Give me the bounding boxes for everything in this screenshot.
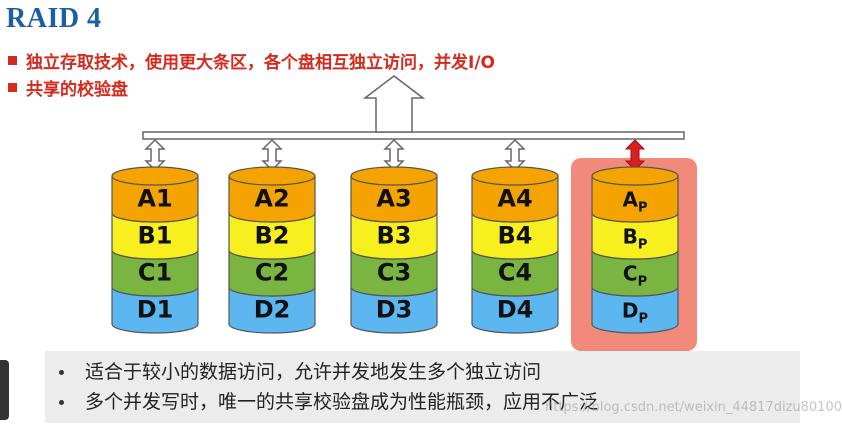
- disk-block: A4: [471, 166, 559, 223]
- block-label: B3: [377, 222, 412, 250]
- block-label: D2: [254, 296, 291, 324]
- slide-title: RAID 4: [6, 3, 102, 34]
- square-bullet-icon: [8, 56, 17, 65]
- block-label: C4: [498, 259, 532, 287]
- bullet-text: 独立存取技术，使用更大条区，各个盘相互独立访问，并发I/O: [26, 53, 495, 73]
- block-label: C1: [138, 259, 172, 287]
- block-label: D3: [376, 296, 413, 324]
- block-label: B2: [255, 222, 290, 250]
- disk-access-arrow-icon: [504, 138, 526, 172]
- block-label: AP: [622, 188, 647, 216]
- data-disk-4: D4 C4 B4 A4: [471, 138, 559, 334]
- host-up-arrow: [362, 75, 426, 133]
- bullet-independent-access: 独立存取技术，使用更大条区，各个盘相互独立访问，并发I/O: [8, 48, 495, 73]
- block-label: A1: [137, 185, 172, 213]
- block-label: BP: [623, 225, 648, 253]
- block-label: DP: [622, 299, 648, 327]
- watermark: https://blog.csdn.net/weixin_44817dizu80…: [545, 400, 842, 415]
- note-text: 多个并发写时，唯一的共享校验盘成为性能瓶颈，应用不广泛: [85, 391, 599, 413]
- disk-block: A2: [228, 166, 316, 223]
- bullet-dot-icon: [59, 370, 64, 375]
- block-label: C2: [255, 259, 289, 287]
- data-disk-1: D1 C1 B1 A1: [111, 138, 199, 334]
- disk-access-arrow-icon: [144, 138, 166, 172]
- disk-block: A1: [111, 166, 199, 223]
- bullet-text: 共享的校验盘: [26, 80, 128, 100]
- block-label: A3: [376, 185, 411, 213]
- note-item: 多个并发写时，唯一的共享校验盘成为性能瓶颈，应用不广泛: [45, 387, 800, 417]
- data-disk-3: D3 C3 B3 A3: [350, 138, 438, 334]
- disk-block: AP: [591, 166, 679, 223]
- disk-access-arrow-icon: [383, 138, 405, 172]
- block-label: A2: [254, 185, 289, 213]
- block-label: D1: [137, 296, 174, 324]
- disk-block: A3: [350, 166, 438, 223]
- block-label: C3: [377, 259, 411, 287]
- block-label: A4: [497, 185, 532, 213]
- note-item: 适合于较小的数据访问，允许并发地发生多个独立访问: [45, 357, 800, 387]
- notes-box: 适合于较小的数据访问，允许并发地发生多个独立访问 多个并发写时，唯一的共享校验盘…: [45, 351, 800, 423]
- disk-access-arrow-icon: [261, 138, 283, 172]
- block-label: D4: [497, 296, 534, 324]
- block-label: B1: [138, 222, 173, 250]
- block-label: B4: [498, 222, 533, 250]
- data-disk-2: D2 C2 B2 A2: [228, 138, 316, 334]
- parity-disk: DP CP BP AP: [591, 139, 679, 334]
- bullet-shared-parity: 共享的校验盘: [8, 75, 128, 100]
- note-text: 适合于较小的数据访问，允许并发地发生多个独立访问: [85, 361, 542, 383]
- block-label: CP: [623, 262, 647, 290]
- shared-bus: [142, 131, 685, 140]
- bullet-dot-icon: [59, 400, 64, 405]
- square-bullet-icon: [8, 83, 17, 92]
- side-scroll-handle[interactable]: [0, 360, 9, 420]
